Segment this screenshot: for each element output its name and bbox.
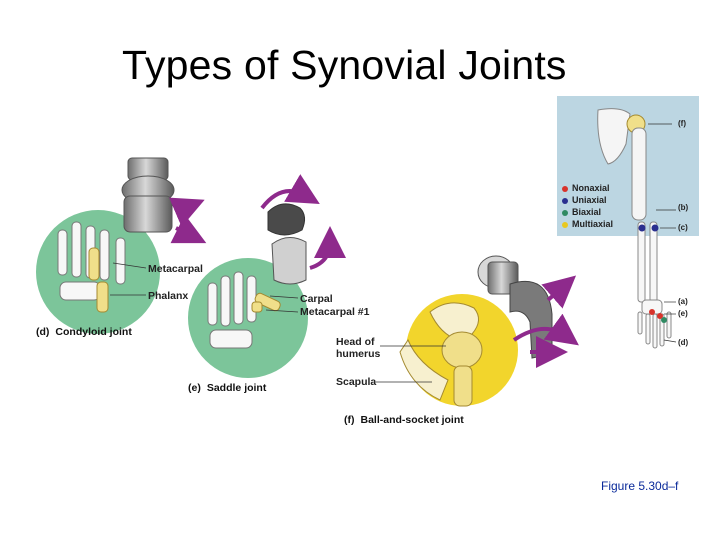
label-metacarpal-1: Metacarpal #1 (300, 306, 370, 318)
legend-item-multiaxial: Multiaxial (562, 219, 613, 229)
label-humerus: humerus (336, 348, 381, 360)
caption-condyloid-text: Condyloid joint (55, 326, 132, 338)
ball-socket-joint-figure (376, 255, 579, 407)
forearm-hand-skeleton (637, 221, 672, 349)
caption-saddle-text: Saddle joint (206, 382, 267, 394)
arm-tag-b: (b) (678, 203, 689, 212)
legend-dot-nonaxial (562, 185, 568, 192)
arm-tag-e: (e) (678, 309, 688, 318)
legend-dot-uniaxial (562, 197, 568, 204)
arm-tag-a: (a) (678, 297, 688, 306)
label-metacarpal: Metacarpal (148, 263, 203, 275)
shoulder-overview-panel (557, 96, 699, 236)
caption-ball-socket-key: (f) (344, 414, 355, 426)
caption-condyloid-key: (d) (36, 326, 50, 338)
caption-saddle: (e) Saddle joint (188, 382, 266, 394)
legend-item-biaxial: Biaxial (562, 207, 601, 217)
legend-label-uniaxial: Uniaxial (572, 195, 607, 205)
figure-reference: Figure 5.30d–f (601, 479, 679, 493)
caption-condyloid: (d) Condyloid joint (36, 326, 132, 338)
caption-saddle-key: (e) (188, 382, 201, 394)
caption-ball-socket: (f) Ball-and-socket joint (344, 414, 464, 426)
highlighted-bones-e (251, 292, 281, 313)
condyloid-model (121, 157, 175, 233)
legend-label-multiaxial: Multiaxial (572, 219, 614, 229)
joint-markers (638, 209, 677, 343)
arm-tag-c: (c) (678, 223, 688, 232)
highlighted-bones-d (88, 247, 109, 313)
saddle-joint-figure (188, 174, 346, 378)
label-phalanx: Phalanx (148, 290, 189, 302)
slide-title: Types of Synovial Joints (122, 42, 567, 88)
hand-bones-e (207, 271, 257, 349)
condyloid-joint-figure (36, 157, 207, 334)
caption-ball-socket-text: Ball-and-socket joint (360, 414, 464, 426)
saddle-model (267, 203, 307, 285)
legend-item-uniaxial: Uniaxial (562, 195, 607, 205)
label-head-of: Head of (336, 336, 375, 348)
shoulder-bones (399, 302, 483, 407)
legend-item-nonaxial: Nonaxial (562, 183, 610, 193)
label-carpal: Carpal (300, 293, 333, 305)
legend-dot-biaxial (562, 209, 568, 216)
arm-tag-f: (f) (678, 119, 686, 128)
legend-label-nonaxial: Nonaxial (572, 183, 610, 193)
arm-tag-d: (d) (678, 338, 689, 347)
label-scapula: Scapula (336, 376, 377, 388)
legend-dot-multiaxial (562, 221, 568, 228)
legend-label-biaxial: Biaxial (572, 207, 602, 217)
